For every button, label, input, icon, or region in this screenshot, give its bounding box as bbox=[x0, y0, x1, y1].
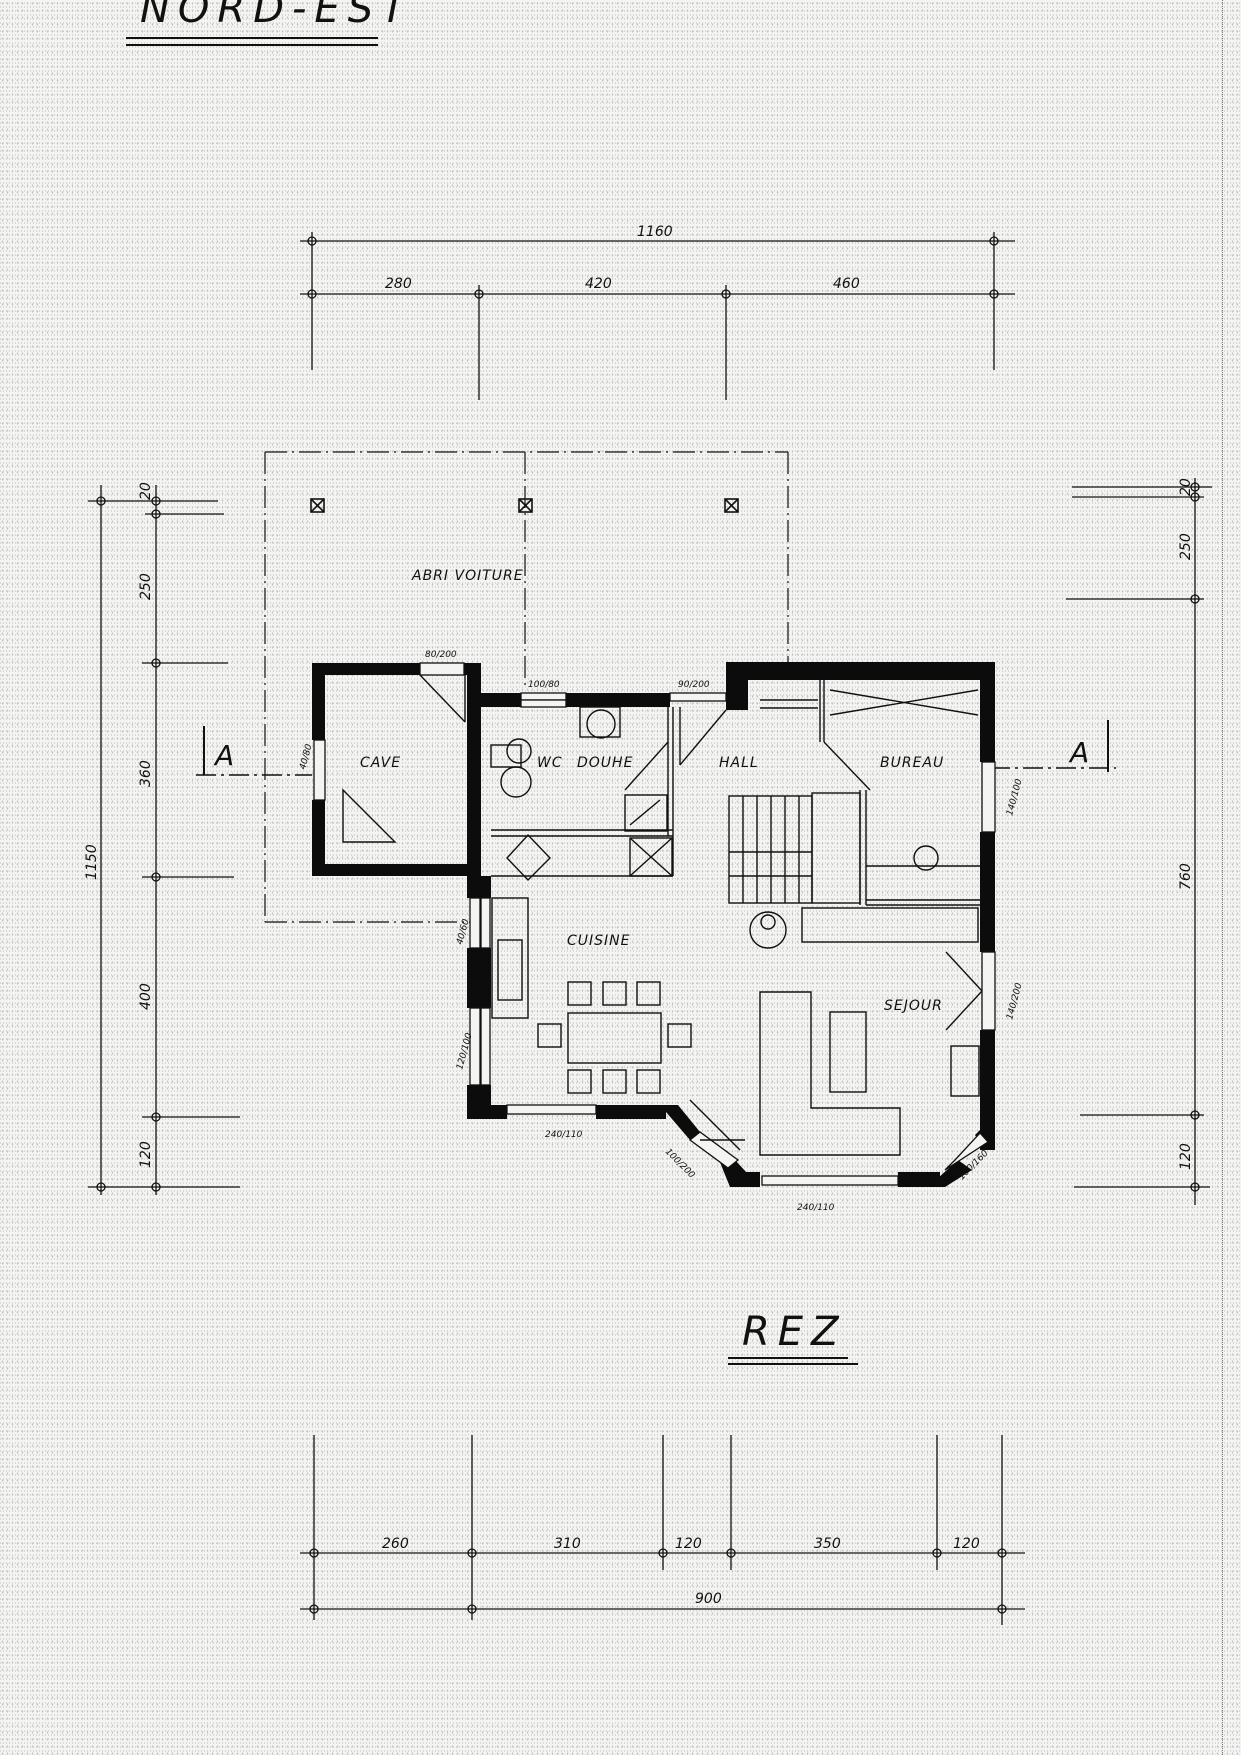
dim-right-4: 120 bbox=[1178, 1143, 1194, 1170]
dim-bottom-5: 120 bbox=[953, 1536, 980, 1552]
dim-right-3: 760 bbox=[1178, 863, 1194, 890]
dim-left-4: 400 bbox=[138, 983, 154, 1010]
carport-outline bbox=[264, 451, 789, 923]
carport-post-icons bbox=[310, 498, 739, 513]
walls bbox=[312, 662, 995, 1187]
room-label-cellar: CAVE bbox=[360, 755, 401, 771]
room-label-wc: WC bbox=[537, 755, 563, 771]
dim-bottom-3: 120 bbox=[675, 1536, 702, 1552]
dim-right-2: 250 bbox=[1178, 533, 1194, 560]
opening-kitchen-bottom-window: 240/110 bbox=[545, 1130, 583, 1140]
interior-lines bbox=[342, 674, 983, 1156]
opening-cave-window: 40/80 bbox=[298, 743, 314, 771]
opening-cave-door: 80/200 bbox=[425, 650, 457, 660]
page-edge bbox=[1222, 0, 1223, 1755]
svg-text:A: A bbox=[1068, 736, 1089, 769]
left-dimension-chain bbox=[88, 485, 240, 1195]
room-label-living: SEJOUR bbox=[884, 998, 943, 1014]
dim-right-1: 20 bbox=[1178, 478, 1194, 496]
dim-top-1: 280 bbox=[385, 276, 412, 292]
opening-corner-door: 100/200 bbox=[663, 1147, 697, 1181]
header-title: NORD-EST bbox=[126, 0, 414, 46]
dim-top-2: 420 bbox=[585, 276, 612, 292]
dim-bottom-1: 260 bbox=[382, 1536, 409, 1552]
opening-wc-window: 100/80 bbox=[528, 680, 560, 690]
room-label-kitchen: CUISINE bbox=[567, 933, 631, 949]
opening-kitchen-window-1: 40/60 bbox=[455, 918, 471, 946]
dim-bottom-4: 350 bbox=[814, 1536, 841, 1552]
section-marker-left: A bbox=[196, 726, 312, 776]
room-label-shower: DOUHE bbox=[577, 755, 633, 771]
top-dimension-chain bbox=[300, 232, 1015, 400]
dim-left-5: 120 bbox=[138, 1141, 154, 1168]
plan-title: REZ bbox=[728, 1309, 858, 1365]
section-marker-right: A bbox=[990, 720, 1116, 772]
dim-bottom-total: 900 bbox=[695, 1591, 722, 1607]
opening-bureau-window: 140/100 bbox=[1005, 778, 1024, 817]
opening-bay-window: 240/110 bbox=[797, 1203, 835, 1213]
dim-top-total: 1160 bbox=[637, 224, 673, 240]
dim-top-3: 460 bbox=[833, 276, 860, 292]
room-label-carport: ABRI VOITURE bbox=[411, 568, 524, 584]
dim-left-2: 250 bbox=[138, 573, 154, 600]
opening-sejour-door: 140/200 bbox=[1005, 982, 1024, 1021]
room-label-hall: HALL bbox=[719, 755, 759, 771]
opening-entry-door: 90/200 bbox=[678, 680, 710, 690]
right-dimension-chain bbox=[1066, 478, 1212, 1205]
dim-bottom-2: 310 bbox=[554, 1536, 581, 1552]
dim-left-3: 360 bbox=[138, 760, 154, 787]
svg-text:NORD-EST: NORD-EST bbox=[140, 0, 414, 32]
dim-left-1: 20 bbox=[138, 482, 154, 500]
dim-left-total: 1150 bbox=[84, 844, 100, 880]
svg-text:A: A bbox=[213, 739, 234, 772]
svg-text:REZ: REZ bbox=[742, 1309, 846, 1355]
bottom-dimension-chain bbox=[300, 1435, 1025, 1625]
room-label-office: BUREAU bbox=[880, 755, 944, 771]
